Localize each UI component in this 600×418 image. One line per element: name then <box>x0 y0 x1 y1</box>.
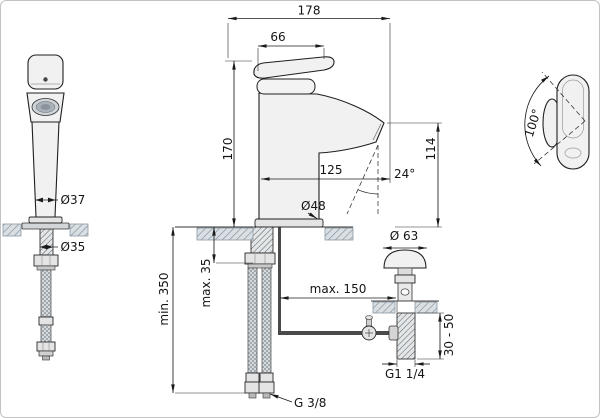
swing-extent-lower <box>533 120 586 165</box>
plug-rod-hole <box>400 288 410 296</box>
dim-deck-thickness-label: max. 35 <box>199 258 213 307</box>
dim-spout-reach-label: 125 <box>320 163 343 177</box>
hose-hex-left <box>244 381 261 394</box>
dim-outlet-height-label: 114 <box>424 138 438 161</box>
hose-hex-right <box>258 381 275 394</box>
dim-supply-thread-label: G 3/8 <box>294 396 326 410</box>
dim-handle-length-label: 66 <box>270 30 285 44</box>
deck-hatch-left <box>2 223 22 237</box>
supply-hose-right <box>261 267 272 374</box>
dim-rod-reach-label: max. 150 <box>310 282 367 296</box>
cartridge-collar <box>256 78 316 95</box>
swing-extent-upper <box>541 71 586 122</box>
dim-overall-length-label: 178 <box>298 4 321 18</box>
hose-collar <box>38 350 54 357</box>
base-diameter-leader <box>307 212 318 219</box>
waste-assembly: Ø 63 max. 150 30 - 50 G1 1/4 <box>280 229 456 381</box>
base-plate-side <box>254 218 324 228</box>
deck-hatch-side-right <box>324 227 354 241</box>
waste-plug-dome <box>383 249 427 269</box>
dim-clearance-label: min. 350 <box>157 272 171 325</box>
dim-body-diameter-label: Ø37 <box>61 193 86 207</box>
threaded-shank <box>39 228 54 256</box>
dim-base-diameter-label: Ø48 <box>301 199 326 213</box>
handle-indicator-dot <box>43 77 48 82</box>
faucet-body-spout <box>258 92 385 220</box>
hose-coupler <box>38 316 54 326</box>
deck-hatch-right <box>69 223 89 237</box>
linkage-rod <box>280 331 394 335</box>
dim-insertion-depth-label: 30 - 50 <box>442 314 456 357</box>
pop-up-rod <box>278 227 281 335</box>
supply-thread-leader <box>269 393 293 403</box>
mounting-plate <box>21 222 70 230</box>
supply-hose-lower <box>40 324 52 343</box>
washer <box>36 265 56 271</box>
front-view: Ø37 Ø35 <box>2 54 89 361</box>
supply-hose <box>40 269 52 318</box>
dim-stream-angle-label: 24° <box>394 167 415 181</box>
faucet-handle <box>27 54 64 90</box>
swing-arc <box>524 75 550 167</box>
lever-handle <box>253 56 335 79</box>
side-view: 178 66 170 125 24° Ø48 114 max. 35 min. … <box>157 4 442 410</box>
ball-joint-nut <box>388 325 399 341</box>
basin-hatch-right <box>414 301 438 314</box>
dim-plug-diameter-label: Ø 63 <box>390 229 419 243</box>
adjuster-thumbscrew <box>365 315 373 320</box>
deck-hatch-side-left <box>196 227 254 241</box>
waste-tailpiece <box>396 312 416 360</box>
mounting-nut <box>33 254 59 267</box>
dim-waste-thread-label: G1 1/4 <box>385 367 425 381</box>
handle-top-view: 100° <box>522 71 590 170</box>
dim-shank-diameter-label: Ø35 <box>61 240 86 254</box>
hose-hex-nut <box>36 341 56 352</box>
basin-hatch-left <box>372 301 396 314</box>
supply-hose-left <box>247 267 258 374</box>
water-stream <box>346 144 379 215</box>
hose-nipple <box>42 355 50 361</box>
dim-body-height-label: 170 <box>221 138 235 161</box>
threaded-shank-side <box>250 226 274 254</box>
faucet-body <box>31 121 60 218</box>
dim-swing-angle-label: 100° <box>522 107 544 139</box>
handle-profile <box>556 74 590 170</box>
mounting-nut-side <box>244 252 276 265</box>
waste-plug-body <box>394 274 416 284</box>
base-ring <box>28 216 63 224</box>
